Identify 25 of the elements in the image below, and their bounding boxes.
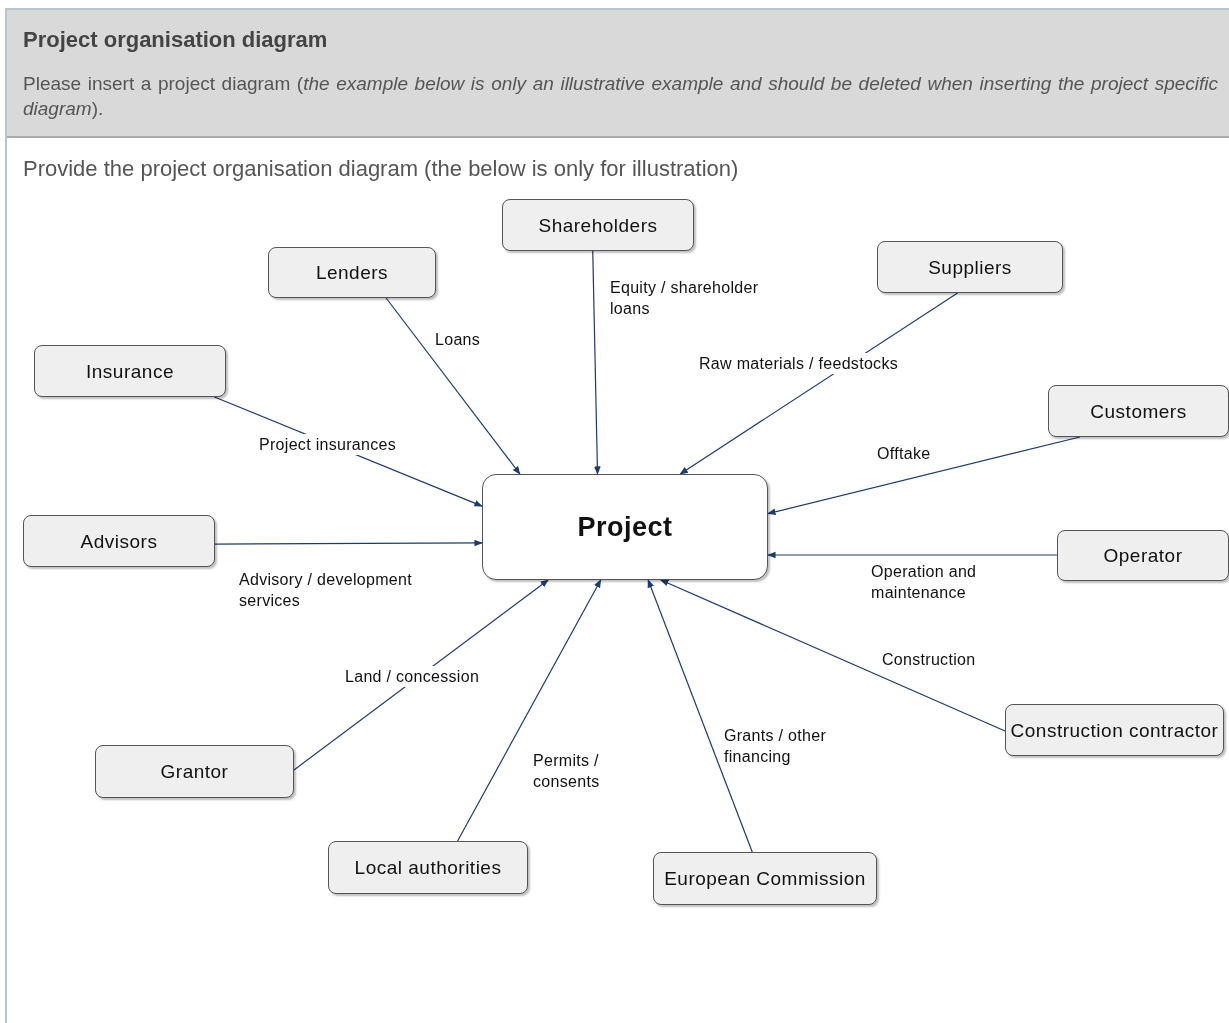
section-title: Project organisation diagram bbox=[23, 27, 328, 53]
party-box: Construction contractor bbox=[1005, 704, 1224, 756]
subtitle: Provide the project organisation diagram (the below is only for illustration) bbox=[23, 156, 739, 182]
party-box: Suppliers bbox=[877, 241, 1063, 293]
arrow bbox=[592, 250, 601, 475]
party-box: Shareholders bbox=[502, 199, 694, 251]
arrow bbox=[647, 579, 753, 853]
arrow bbox=[457, 579, 602, 842]
arrow bbox=[679, 292, 959, 475]
arrow bbox=[214, 539, 483, 547]
instruction-text: Please insert a project diagram (the example below is only an illustrative example and should be deleted when inserting the project specific diagram). bbox=[23, 72, 1218, 121]
party-box: European Commission bbox=[653, 852, 877, 905]
party-box: Operator bbox=[1057, 530, 1229, 581]
party-box: Local authorities bbox=[328, 841, 528, 894]
party-box: Insurance bbox=[34, 345, 226, 397]
arrow bbox=[660, 579, 1006, 732]
party-box: Advisors bbox=[23, 515, 215, 567]
arrow bbox=[767, 436, 1081, 516]
project-box: Project bbox=[482, 474, 768, 580]
party-box: Lenders bbox=[268, 247, 436, 298]
arrow bbox=[767, 551, 1058, 559]
party-box: Customers bbox=[1048, 385, 1229, 437]
arrow bbox=[293, 579, 549, 771]
arrow bbox=[385, 297, 521, 475]
party-box: Grantor bbox=[95, 745, 294, 798]
